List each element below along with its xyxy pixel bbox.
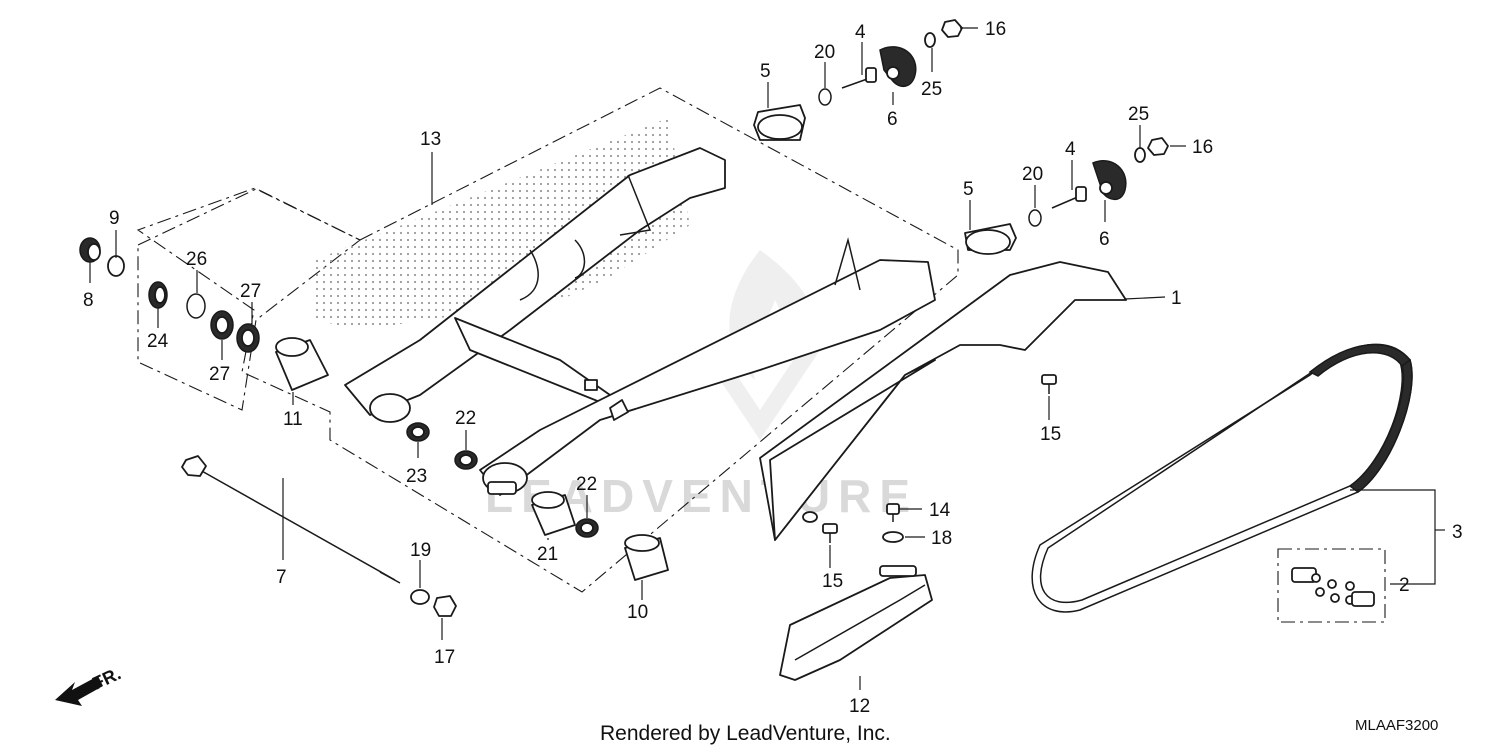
callout-18: 18: [931, 528, 952, 549]
swingarm-part-13[interactable]: [315, 118, 936, 496]
washer-part-25-lower[interactable]: [1134, 147, 1146, 163]
bolt-part-15-upper[interactable]: [1041, 374, 1057, 394]
callout-26: 26: [186, 249, 207, 270]
callout-14: 14: [929, 500, 951, 521]
washer-part-25-upper[interactable]: [924, 32, 936, 48]
chain-slider-part-12[interactable]: [779, 565, 933, 681]
collar-part-5-upper[interactable]: [753, 104, 806, 141]
bolt-part-4-lower[interactable]: [1051, 186, 1087, 209]
seal-part-8[interactable]: [79, 237, 101, 263]
nut-part-17[interactable]: [433, 595, 457, 617]
drive-chain-part-3[interactable]: [1031, 343, 1413, 613]
diagram-code: MLAAF3200: [1355, 717, 1438, 734]
callout-24: 24: [147, 331, 169, 352]
pivot-bolt-part-7[interactable]: [181, 455, 401, 584]
callout-22-upper: 22: [455, 408, 476, 429]
callout-15-upper: 15: [1040, 424, 1061, 445]
callout-22-lower: 22: [576, 474, 597, 495]
bearing-part-21[interactable]: [531, 491, 576, 536]
callout-16-lower: 16: [1192, 137, 1213, 158]
joint-kit-part-2[interactable]: [1291, 567, 1375, 607]
washer-part-18[interactable]: [882, 531, 904, 543]
dust-seal-part-22-upper[interactable]: [454, 450, 478, 470]
render-credit: Rendered by LeadVenture, Inc.: [600, 722, 891, 745]
nut-part-16-upper[interactable]: [941, 19, 963, 38]
bolt-part-4-upper[interactable]: [841, 67, 877, 89]
callout-3: 3: [1452, 522, 1463, 543]
callout-25-upper: 25: [921, 79, 942, 100]
callout-4-lower: 4: [1065, 139, 1076, 160]
callout-27-upper: 27: [240, 281, 261, 302]
callout-20-lower: 20: [1022, 164, 1043, 185]
callout-15-lower: 15: [822, 571, 843, 592]
callout-25-lower: 25: [1128, 104, 1149, 125]
callout-12: 12: [849, 696, 870, 717]
callout-9: 9: [109, 208, 120, 229]
callout-23: 23: [406, 466, 427, 487]
callout-6-upper: 6: [887, 109, 898, 130]
swingarm-group-outline: [136, 87, 959, 593]
chain-case-part-1[interactable]: [759, 261, 1127, 541]
bolt-part-15-lower[interactable]: [822, 523, 838, 543]
bearing-part-27-outer[interactable]: [236, 323, 260, 353]
collar-part-9[interactable]: [107, 255, 125, 277]
seal-part-24[interactable]: [148, 281, 168, 309]
callout-27-lower: 27: [209, 364, 230, 385]
callout-5-lower: 5: [963, 179, 974, 200]
collar-part-5-lower[interactable]: [964, 223, 1017, 255]
callout-16-upper: 16: [985, 19, 1006, 40]
callout-8: 8: [83, 290, 94, 311]
nut-part-16-lower[interactable]: [1147, 137, 1169, 156]
callout-labels: 1 2 3 4 4 5 5 6 6 7 8 9 10 11 12 13 14 1…: [83, 19, 1463, 717]
callout-13: 13: [420, 129, 441, 150]
callout-7: 7: [276, 567, 287, 588]
front-direction-arrow: FR.: [55, 663, 124, 706]
collar-part-10[interactable]: [624, 534, 669, 581]
clip-part-20-lower[interactable]: [1028, 209, 1042, 227]
bearing-part-27-inner[interactable]: [210, 310, 234, 340]
washer-part-19[interactable]: [410, 589, 430, 605]
callout-10: 10: [627, 602, 648, 623]
callout-2: 2: [1399, 575, 1410, 596]
collar-part-11[interactable]: [275, 337, 329, 391]
dust-seal-part-22-lower[interactable]: [575, 518, 599, 538]
callout-4-upper: 4: [855, 22, 866, 43]
callout-11: 11: [283, 409, 303, 430]
callout-21: 21: [537, 544, 558, 565]
callout-6-lower: 6: [1099, 229, 1110, 250]
callout-20-upper: 20: [814, 42, 835, 63]
dust-seal-part-23[interactable]: [406, 422, 430, 442]
callout-1: 1: [1171, 288, 1182, 309]
swingarm-shading: [315, 118, 690, 330]
snap-ring-part-26[interactable]: [186, 293, 206, 319]
leader-lines: [89, 27, 1445, 690]
callout-17: 17: [434, 647, 455, 668]
callout-5-upper: 5: [760, 61, 771, 82]
adjuster-part-6-lower[interactable]: [1092, 160, 1127, 201]
adjuster-part-6-upper[interactable]: [879, 46, 917, 87]
clip-part-20-upper[interactable]: [818, 88, 832, 106]
callout-19: 19: [410, 540, 431, 561]
